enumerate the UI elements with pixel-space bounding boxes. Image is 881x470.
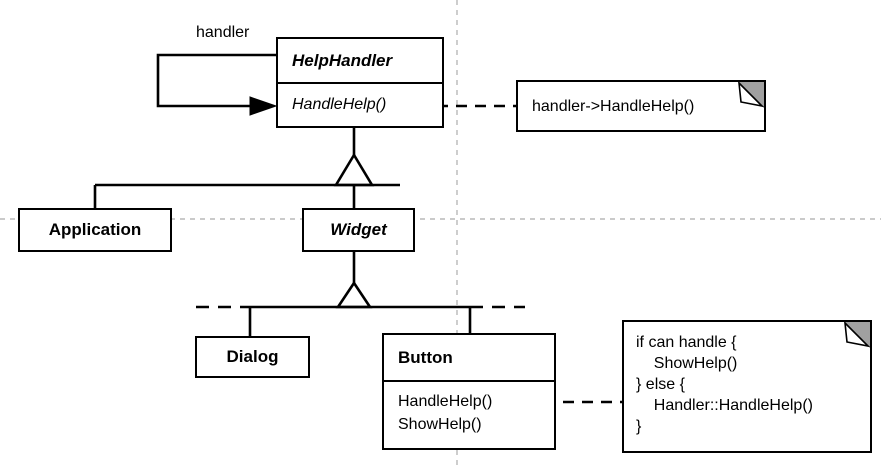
note-handler-call-text: handler->HandleHelp() <box>532 98 695 115</box>
note-button-handlehelp-body[interactable]: if can handle { ShowHelp() } else { Hand… <box>622 320 872 453</box>
helphandler-operations-compartment: HandleHelp() <box>278 82 442 126</box>
button-operation-handlehelp: HandleHelp() <box>398 393 493 410</box>
association-label-handler: handler <box>196 24 250 41</box>
application-class-name: Application <box>48 220 142 239</box>
application-name-compartment: Application <box>20 210 170 250</box>
dialog-name-compartment: Dialog <box>197 338 308 376</box>
helphandler-class-name: HelpHandler <box>292 50 393 70</box>
button-operations-compartment: HandleHelp() ShowHelp() <box>384 380 554 448</box>
widget-class-name: Widget <box>330 220 387 239</box>
generalization-helphandler <box>93 128 400 208</box>
class-box-button[interactable]: Button HandleHelp() ShowHelp() <box>382 333 556 450</box>
button-name-compartment: Button <box>384 335 554 380</box>
generalization-widget <box>196 252 525 336</box>
note-fold-corner-icon <box>738 82 764 108</box>
class-box-dialog[interactable]: Dialog <box>195 336 310 378</box>
button-class-name: Button <box>398 347 453 367</box>
button-operation-showhelp: ShowHelp() <box>398 416 482 434</box>
class-box-helphandler[interactable]: HelpHandler HandleHelp() <box>276 37 444 128</box>
class-box-application[interactable]: Application <box>18 208 172 252</box>
helphandler-operation-handlehelp: HandleHelp() <box>292 96 387 114</box>
helphandler-name-compartment: HelpHandler <box>278 39 442 82</box>
note-fold-corner-icon <box>844 322 870 348</box>
handler-self-association <box>156 53 278 116</box>
class-box-widget[interactable]: Widget <box>302 208 415 252</box>
widget-name-compartment: Widget <box>304 210 413 250</box>
note-handler-call[interactable]: handler->HandleHelp() <box>516 80 766 132</box>
note-button-handlehelp-body-text: if can handle { ShowHelp() } else { Hand… <box>636 334 813 436</box>
dialog-class-name: Dialog <box>226 347 279 366</box>
